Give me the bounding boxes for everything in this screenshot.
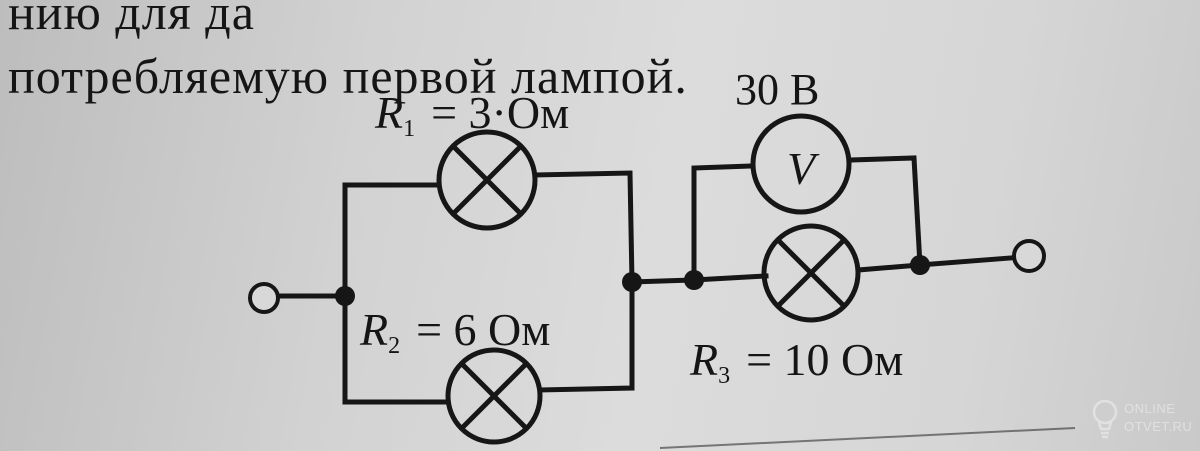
voltmeter: V (750, 113, 852, 215)
label-r2-value: = 6 Ом (416, 304, 550, 355)
label-r1: R1 = 3·Ом (374, 87, 569, 142)
lamp-r3 (761, 223, 861, 323)
problem-text-line-1: нию для да (8, 0, 255, 40)
label-r2-subscript: 2 (388, 333, 400, 359)
problem-text: нию для да потребляемую первой лампой. (8, 0, 688, 108)
lamp-r1 (436, 129, 538, 231)
label-r1-symbol: R (374, 87, 403, 138)
label-r3-symbol: R (689, 334, 718, 385)
voltmeter-reading: 30 В (735, 65, 819, 114)
label-r3: R3 = 10 Ом (689, 334, 903, 389)
watermark-text: ONLINE OTVET.RU (1124, 400, 1192, 436)
junction-middle-left (622, 272, 642, 292)
watermark-line-1: ONLINE (1124, 401, 1176, 416)
label-r3-subscript: 3 (718, 363, 730, 389)
page-rule (659, 427, 1076, 449)
lightbulb-icon (1092, 399, 1118, 439)
lamp-r2 (445, 347, 543, 445)
junction-middle-right (684, 270, 704, 290)
watermark: ONLINE OTVET.RU (1090, 398, 1192, 444)
watermark-line-2: OTVET.RU (1124, 419, 1193, 434)
label-r2-symbol: R (359, 304, 388, 355)
terminal-left (248, 282, 280, 314)
parallel-block-wires (279, 170, 635, 405)
voltmeter-symbol: V (787, 143, 820, 194)
label-r2: R2 = 6 Ом (359, 304, 550, 359)
label-r1-subscript: 1 (403, 116, 415, 142)
label-r3-value: = 10 Ом (746, 334, 903, 385)
junction-right (910, 255, 930, 275)
series-block-wires (629, 155, 1013, 285)
terminal-right (1012, 239, 1046, 273)
label-r1-value: = 3·Ом (431, 87, 569, 138)
junction-left (335, 286, 355, 306)
problem-text-line-2: потребляемую первой лампой. (8, 48, 688, 104)
